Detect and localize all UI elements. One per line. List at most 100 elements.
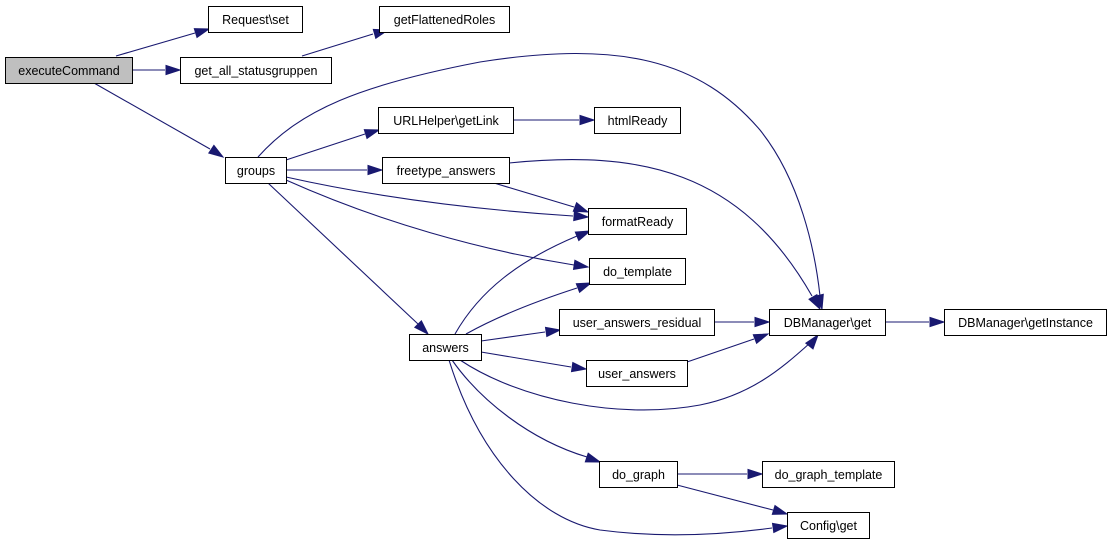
edge-get_all_statusgruppen-to-getFlattenedRoles [301,28,390,57]
node-box [409,334,482,361]
node-label: user_answers_residual [573,316,702,330]
node-formatready[interactable]: formatReady [588,208,687,235]
edge-line [459,342,811,411]
edge-do_graph-to-do_graph_template [677,468,764,480]
node-label: htmlReady [608,114,668,128]
node-label: DBManager\getInstance [958,316,1093,330]
arrowhead-icon [752,333,770,345]
node-box [944,309,1107,336]
node-label: Request\set [222,13,289,27]
node-label: do_graph [612,468,665,482]
edge-line [493,182,575,208]
node-user-answers[interactable]: user_answers [586,360,688,387]
node-get-all-statusgruppen[interactable]: get_all_statusgruppen [180,57,332,84]
node-box [208,6,303,33]
edges-layer [93,28,946,536]
arrowhead-icon [754,316,771,328]
edge-urlhelper_getlink-to-htmlReady [513,114,596,126]
node-box [379,6,510,33]
edge-line [93,82,211,150]
node-box [586,360,688,387]
node-box [378,107,514,134]
node-do-template[interactable]: do_template [589,258,686,285]
edge-answers-to-formatReady [454,230,592,335]
edge-line [285,133,366,161]
node-answers[interactable]: answers [409,334,482,361]
arrowhead-icon [929,316,946,328]
edge-line [301,33,374,57]
arrowhead-icon [544,326,562,338]
edge-line [686,338,755,363]
node-executecommand[interactable]: executeCommand [5,57,133,84]
node-urlhelper-getlink[interactable]: URLHelper\getLink [378,107,514,134]
arrowhead-icon [208,144,225,158]
node-dbmanager-get[interactable]: DBManager\get [769,309,886,336]
node-request-set[interactable]: Request\set [208,6,303,33]
edge-groups-to-formatReady [285,176,590,222]
edge-do_graph-to-config_get [676,484,789,515]
node-box [559,309,715,336]
edge-executeCommand-to-request_set [115,28,211,57]
node-box [594,107,681,134]
arrowhead-icon [573,210,590,222]
node-label: URLHelper\getLink [393,114,499,128]
edge-freetype_answers-to-formatReady [493,182,590,213]
node-box [589,258,686,285]
node-dbmanager-getinstance[interactable]: DBManager\getInstance [944,309,1107,336]
edge-groups-to-do_template [285,179,590,271]
node-htmlready[interactable]: htmlReady [594,107,681,134]
edge-executeCommand-to-groups [93,82,225,158]
node-box [769,309,886,336]
arrowhead-icon [367,164,384,176]
arrowhead-icon [747,468,764,480]
arrowhead-icon [572,259,590,271]
arrowhead-icon [579,114,596,126]
edge-answers-to-config_get [448,359,789,536]
node-label: DBManager\get [784,316,872,330]
arrowhead-icon [413,319,430,336]
edge-answers-to-user_answers [480,351,588,373]
arrowhead-icon [771,504,789,515]
node-box [588,208,687,235]
node-label: freetype_answers [397,164,496,178]
edge-line [451,359,588,458]
node-box [180,57,332,84]
edge-groups-to-dbmanager_get [257,53,824,311]
edge-answers-to-user_answers_residual [480,326,562,342]
node-freetype-answers[interactable]: freetype_answers [382,157,510,184]
arrowhead-icon [771,522,789,534]
arrowhead-icon [572,201,590,213]
node-label: executeCommand [18,64,119,78]
arrowhead-icon [193,28,211,39]
edge-line [285,176,574,217]
arrowhead-icon [808,293,821,311]
node-label: Config\get [800,519,858,533]
node-label: groups [237,164,275,178]
node-config-get[interactable]: Config\get [787,512,870,539]
edge-groups-to-answers [267,182,430,336]
node-user-answers-residual[interactable]: user_answers_residual [559,309,715,336]
node-label: formatReady [602,215,674,229]
edge-executeCommand-to-get_all_statusgruppen [132,64,182,76]
arrowhead-icon [584,452,602,463]
node-groups[interactable]: groups [225,157,287,184]
node-label: do_graph_template [775,468,883,482]
node-do-graph[interactable]: do_graph [599,461,678,488]
node-box [762,461,895,488]
edge-line [285,179,575,266]
edge-line [267,182,419,325]
edge-user_answers_residual-to-dbmanager_get [714,316,771,328]
edge-line [480,351,572,368]
edge-answers-to-dbmanager_get [459,333,819,411]
edge-line [454,235,578,335]
arrowhead-icon [804,333,819,350]
edge-line [448,359,773,536]
edge-line [480,331,546,342]
node-box [382,157,510,184]
edge-answers-to-do_graph [451,359,602,463]
arrowhead-icon [363,129,381,140]
node-do-graph-template[interactable]: do_graph_template [762,461,895,488]
node-getflattenedroles[interactable]: getFlattenedRoles [379,6,510,33]
edge-groups-to-freetype_answers [286,164,384,176]
